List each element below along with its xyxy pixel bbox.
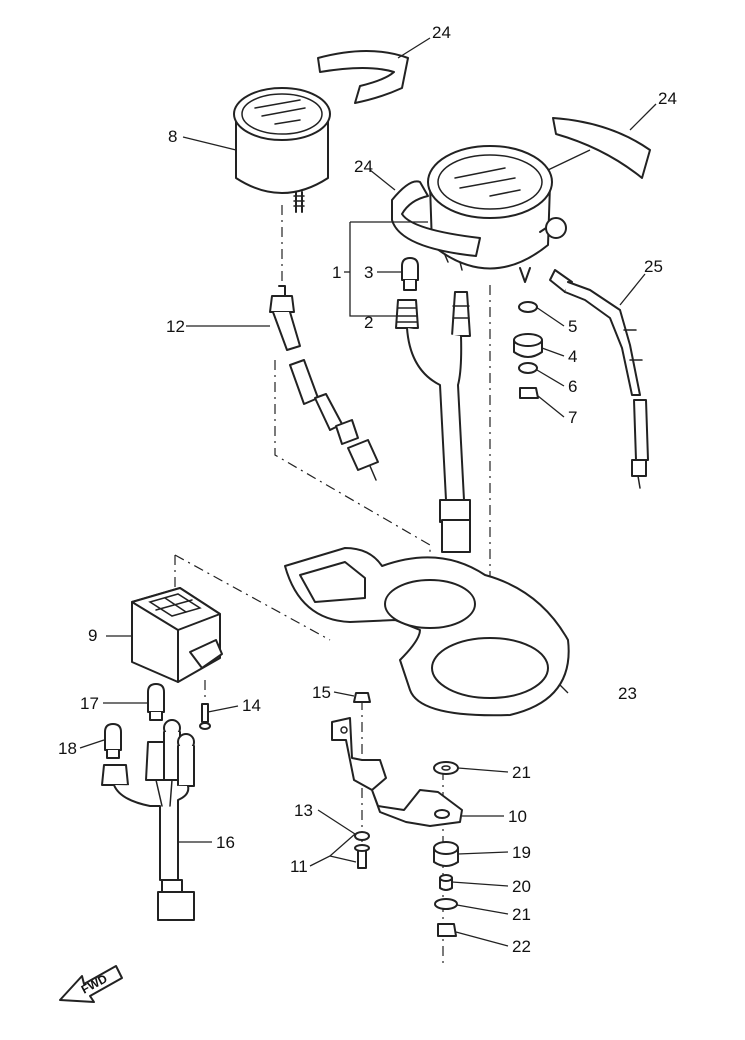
callout-12: 12 bbox=[166, 317, 185, 336]
callout-24-upper-left: 24 bbox=[432, 23, 451, 42]
speedometer bbox=[427, 145, 567, 283]
callout-labels: 24 24 24 8 1 3 2 12 25 5 4 6 7 9 17 14 1… bbox=[58, 23, 677, 956]
indicator-light-housing bbox=[131, 587, 223, 683]
callout-14: 14 bbox=[242, 696, 261, 715]
leader-lines bbox=[79, 37, 657, 947]
callout-23: 23 bbox=[618, 684, 637, 703]
housing-screw bbox=[199, 703, 211, 730]
callout-24-upper-right: 24 bbox=[658, 89, 677, 108]
meter-light-harness bbox=[395, 291, 471, 553]
callout-21-lower: 21 bbox=[512, 905, 531, 924]
meter-bracket bbox=[284, 547, 570, 717]
callout-18: 18 bbox=[58, 739, 77, 758]
callout-8: 8 bbox=[168, 127, 177, 146]
tachometer bbox=[233, 87, 331, 213]
callout-25: 25 bbox=[644, 257, 663, 276]
callout-10: 10 bbox=[508, 807, 527, 826]
callout-16: 16 bbox=[216, 833, 235, 852]
callout-5: 5 bbox=[568, 317, 577, 336]
callout-19: 19 bbox=[512, 843, 531, 862]
bracket-hardware bbox=[331, 692, 463, 869]
callout-2: 2 bbox=[364, 313, 373, 332]
callout-1: 1 bbox=[332, 263, 341, 282]
callout-9: 9 bbox=[88, 626, 97, 645]
callout-22: 22 bbox=[512, 937, 531, 956]
callout-7: 7 bbox=[568, 408, 577, 427]
callout-24-middle: 24 bbox=[354, 157, 373, 176]
callout-3: 3 bbox=[364, 263, 373, 282]
callout-15: 15 bbox=[312, 683, 331, 702]
forward-direction-arrow: FWD bbox=[59, 965, 123, 1003]
indicator-harness bbox=[101, 719, 195, 921]
callout-13: 13 bbox=[294, 801, 313, 820]
speedometer-cable bbox=[549, 269, 649, 489]
meter-band-middle bbox=[391, 180, 481, 257]
meter-band-upper-right bbox=[552, 117, 651, 179]
callout-17: 17 bbox=[80, 694, 99, 713]
callout-20: 20 bbox=[512, 877, 531, 896]
bracket-grommet-stack bbox=[433, 761, 459, 937]
callout-6: 6 bbox=[568, 377, 577, 396]
callout-11: 11 bbox=[290, 857, 308, 876]
meter-band-upper-left bbox=[317, 50, 409, 104]
mounting-hardware-stack bbox=[513, 301, 543, 399]
meter-bulb bbox=[401, 257, 419, 291]
indicator-bulbs bbox=[104, 683, 165, 759]
callout-4: 4 bbox=[568, 347, 577, 366]
callout-21-upper: 21 bbox=[512, 763, 531, 782]
tachometer-cable bbox=[269, 285, 379, 481]
